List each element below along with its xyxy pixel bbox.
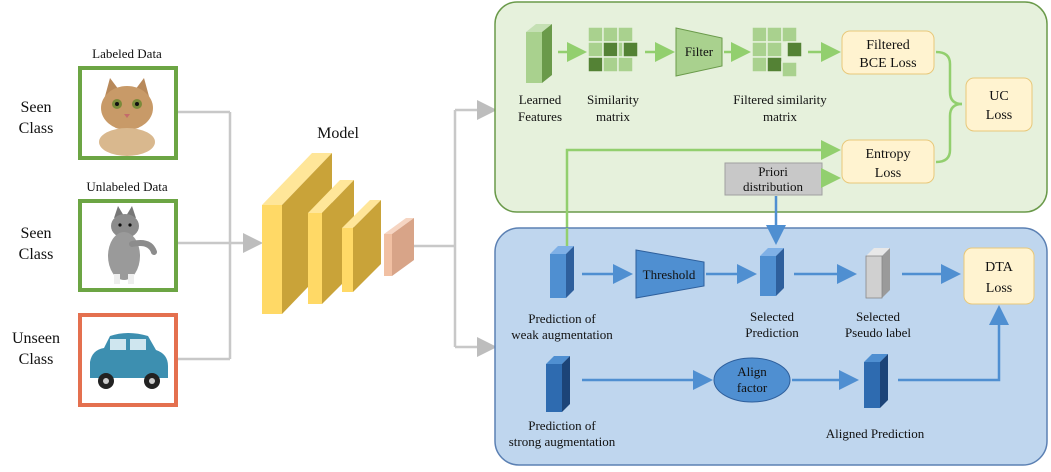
threshold-trapezoid-icon xyxy=(635,249,705,299)
cat-image-icon xyxy=(78,66,178,160)
prediction-weak-label-1: Prediction of xyxy=(528,311,596,326)
entropy-loss-line2: Loss xyxy=(875,166,901,181)
brace-entropy-to-uc xyxy=(935,102,963,164)
uc-loss-line1: UC xyxy=(989,89,1008,104)
entropy-loss-box xyxy=(841,139,935,184)
filtered-sim-label-1: Filtered similarity xyxy=(733,92,827,107)
pseudo-label-label-2: Pseudo label xyxy=(845,325,911,340)
selected-prediction-label-1: Selected xyxy=(750,309,795,324)
filtered-bce-line2: BCE Loss xyxy=(859,56,916,71)
prediction-weak-label-2: weak augmentation xyxy=(511,327,613,342)
prediction-strong-cube-icon xyxy=(546,356,570,412)
align-factor-line2: factor xyxy=(737,380,768,395)
similarity-matrix-label-2: matrix xyxy=(596,109,630,124)
class-label-2-line1: Seen xyxy=(20,225,51,242)
priori-distribution-box xyxy=(724,162,823,196)
model-network-icon xyxy=(262,153,414,314)
brace-bce-to-uc xyxy=(935,50,963,106)
align-factor-ellipse xyxy=(713,357,791,403)
priori-line1: Priori xyxy=(758,164,788,179)
filtered-bce-line1: Filtered xyxy=(866,38,910,53)
aligned-prediction-cube-icon xyxy=(864,354,888,408)
align-factor-line1: Align xyxy=(737,364,767,379)
selected-prediction-cube-icon xyxy=(760,248,784,296)
model-output-connectors xyxy=(414,100,497,357)
class-label-1-line2: Class xyxy=(19,120,54,137)
learned-features-label-2: Features xyxy=(518,109,562,124)
unlabeled-data-caption: Unlabeled Data xyxy=(86,179,167,194)
model-label: Model xyxy=(317,125,359,142)
filtered-bce-loss-box xyxy=(841,30,935,75)
threshold-label: Threshold xyxy=(643,267,696,282)
dta-loss-line1: DTA xyxy=(985,260,1014,275)
dta-loss-box xyxy=(963,247,1035,305)
selected-prediction-label-2: Prediction xyxy=(745,325,799,340)
filtered-similarity-matrix-icon xyxy=(751,26,803,78)
entropy-loss-line1: Entropy xyxy=(865,147,910,162)
filter-trapezoid-icon xyxy=(675,27,723,77)
pseudo-label-cube-icon xyxy=(865,248,890,299)
kitten-image-icon xyxy=(78,199,178,292)
input-connectors xyxy=(178,110,263,361)
class-label-3-line1: Unseen xyxy=(12,330,60,347)
priori-line2: distribution xyxy=(743,179,803,194)
arrow-weak-to-entropy xyxy=(565,140,841,248)
car-image-icon xyxy=(78,313,178,407)
filtered-sim-label-2: matrix xyxy=(763,109,797,124)
prediction-strong-label-2: strong augmentation xyxy=(509,434,616,449)
class-label-2-line2: Class xyxy=(19,246,54,263)
similarity-matrix-icon xyxy=(587,26,639,73)
prediction-strong-label-1: Prediction of xyxy=(528,418,596,433)
feature-cube-icon xyxy=(526,24,552,83)
class-label-1-line1: Seen xyxy=(20,99,51,116)
filter-label: Filter xyxy=(685,44,714,59)
prediction-weak-cube-icon xyxy=(550,246,574,298)
aligned-prediction-label: Aligned Prediction xyxy=(826,426,925,441)
dta-loss-line2: Loss xyxy=(986,281,1012,296)
class-label-3-line2: Class xyxy=(19,351,54,368)
similarity-matrix-label-1: Similarity xyxy=(587,92,640,107)
uc-loss-box xyxy=(965,77,1033,132)
arrow-aligned-to-dta xyxy=(898,305,1009,382)
pseudo-label-label-1: Selected xyxy=(856,309,901,324)
uc-loss-line2: Loss xyxy=(986,108,1012,123)
learned-features-label-1: Learned xyxy=(519,92,562,107)
labeled-data-caption: Labeled Data xyxy=(92,46,162,61)
